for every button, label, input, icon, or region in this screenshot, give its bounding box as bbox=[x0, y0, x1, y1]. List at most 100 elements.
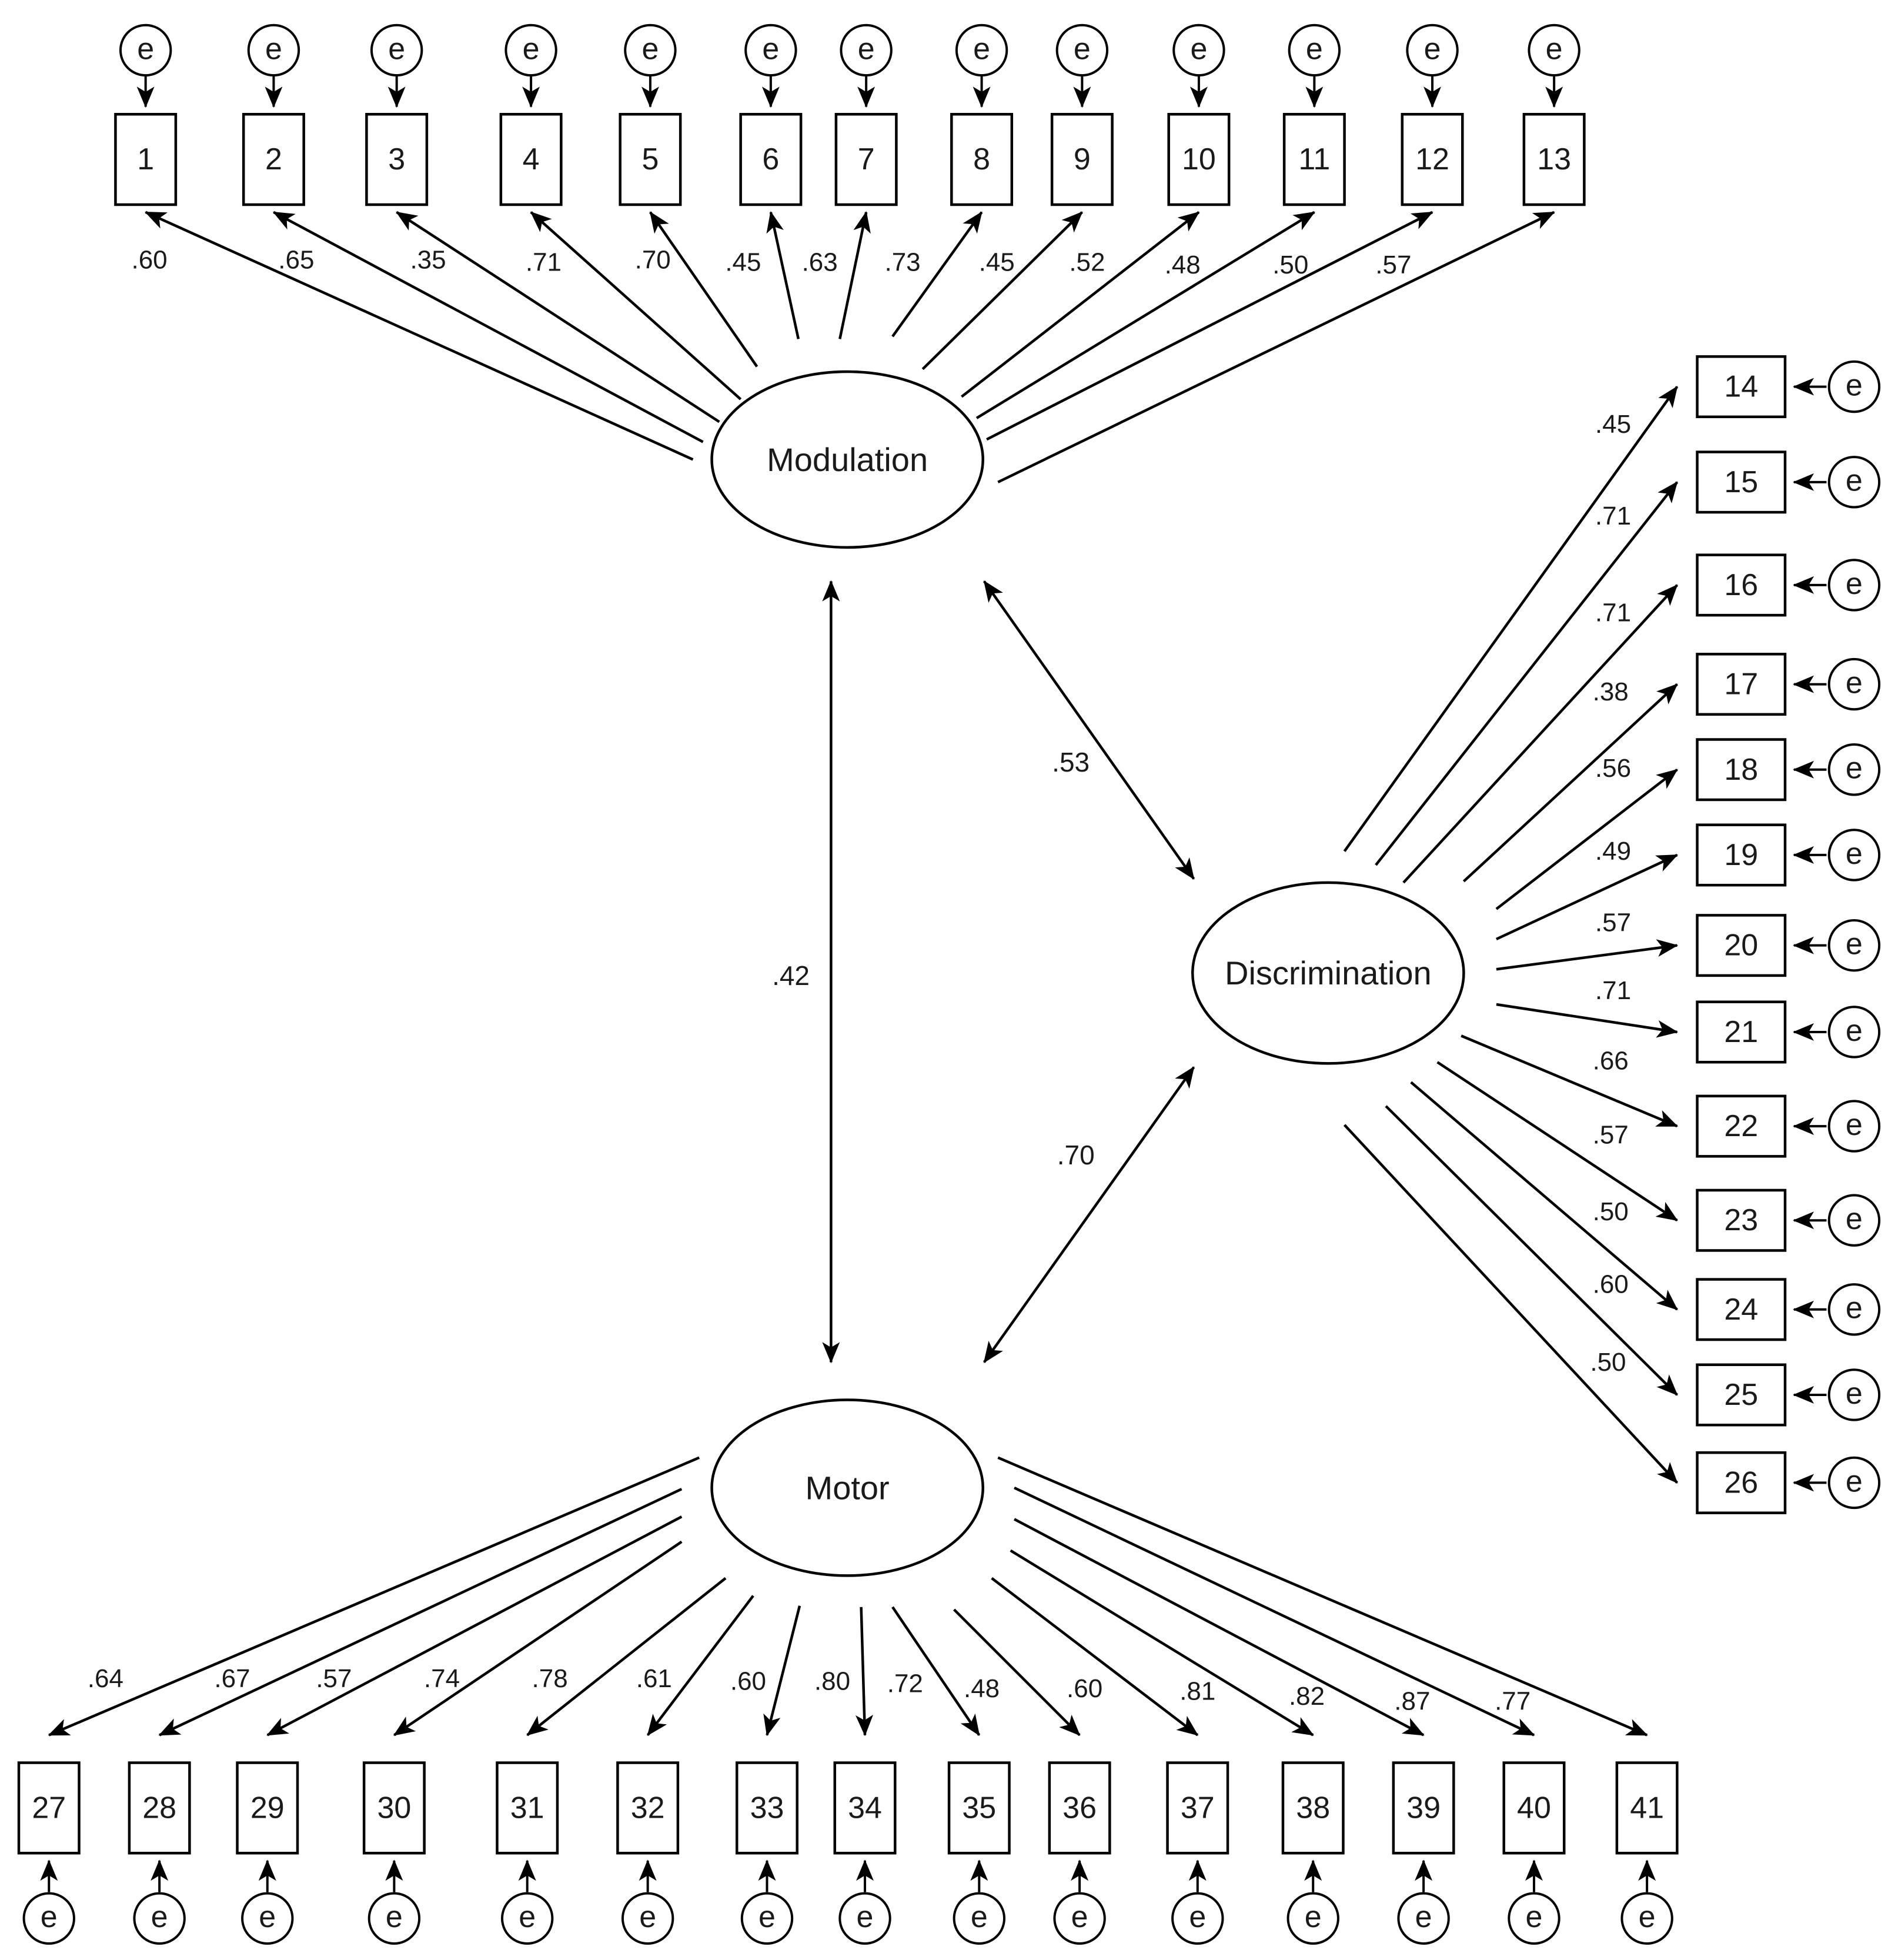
error-circle bbox=[1827, 743, 1881, 796]
loading-label-21: .71 bbox=[1595, 976, 1631, 1005]
loading-label-20: .57 bbox=[1595, 909, 1631, 937]
item-label: 7 bbox=[858, 142, 875, 176]
item-box bbox=[739, 113, 803, 206]
error-circle bbox=[1827, 456, 1881, 509]
loading-arrow-13 bbox=[997, 211, 1555, 483]
error-label: e bbox=[1846, 1014, 1863, 1048]
item-box bbox=[947, 1761, 1011, 1855]
corr-label-discrimination-motor: .70 bbox=[1057, 1140, 1095, 1170]
error-label: e bbox=[1074, 32, 1091, 66]
error-label: e bbox=[1846, 1202, 1863, 1236]
item-8: 8 bbox=[950, 113, 1014, 206]
discrimination-factor: Discrimination bbox=[1191, 881, 1465, 1065]
loading-arrow-24 bbox=[1410, 1081, 1678, 1311]
error-term-5: e bbox=[624, 24, 677, 77]
item-box bbox=[619, 113, 682, 206]
error-circle bbox=[119, 24, 172, 77]
item-label: 8 bbox=[973, 142, 990, 176]
error-term-8: e bbox=[955, 24, 1008, 77]
loading-label-1: .60 bbox=[131, 245, 167, 274]
error-term-7: e bbox=[840, 24, 893, 77]
item-label: 41 bbox=[1630, 1791, 1664, 1825]
error-circle bbox=[1827, 1456, 1881, 1510]
loading-label-4: .71 bbox=[526, 248, 562, 277]
loading-label-36: .48 bbox=[964, 1674, 1000, 1703]
loading-label-17: .38 bbox=[1593, 677, 1629, 706]
error-term-15: e bbox=[1827, 456, 1881, 509]
corr-modulation-discrimination bbox=[983, 580, 1195, 880]
error-circle bbox=[1053, 1892, 1106, 1945]
error-label: e bbox=[388, 32, 405, 66]
loading-arrow-23 bbox=[1436, 1061, 1678, 1222]
error-circle bbox=[1827, 657, 1881, 711]
discrimination-ellipse bbox=[1191, 881, 1465, 1065]
item-7: 7 bbox=[834, 113, 898, 206]
loading-arrow-19 bbox=[1495, 853, 1678, 941]
loading-label-13: .57 bbox=[1375, 251, 1411, 279]
error-label: e bbox=[1546, 32, 1563, 66]
error-circle bbox=[1171, 1892, 1224, 1945]
item-box bbox=[236, 1761, 299, 1855]
error-label: e bbox=[1190, 32, 1207, 66]
error-label: e bbox=[639, 1900, 656, 1934]
loading-arrow-6 bbox=[766, 211, 800, 339]
item-box bbox=[242, 113, 305, 206]
loading-arrow-18 bbox=[1495, 768, 1678, 910]
loading-arrow-15 bbox=[1375, 481, 1679, 866]
item-15: 15 bbox=[1696, 450, 1787, 514]
error-circle bbox=[740, 1892, 794, 1945]
error-label: e bbox=[1639, 1900, 1656, 1934]
item-27: 27 bbox=[17, 1761, 81, 1855]
item-label: 6 bbox=[762, 142, 779, 176]
error-term-9: e bbox=[1055, 24, 1109, 77]
error-term-3: e bbox=[370, 24, 423, 77]
loading-arrow-32 bbox=[646, 1595, 754, 1737]
error-label: e bbox=[1305, 1900, 1322, 1934]
loading-arrow-14 bbox=[1343, 386, 1679, 852]
item-box bbox=[1696, 1451, 1787, 1514]
error-term-14: e bbox=[1827, 360, 1881, 413]
loading-arrow-5 bbox=[649, 211, 758, 368]
error-circle bbox=[367, 1892, 421, 1945]
loading-label-12: .50 bbox=[1272, 251, 1308, 279]
loading-label-7: .63 bbox=[802, 248, 838, 277]
item-label: 39 bbox=[1406, 1791, 1441, 1825]
loading-arrow-3 bbox=[396, 211, 720, 423]
error-label: e bbox=[1071, 1900, 1088, 1934]
error-circle bbox=[953, 1892, 1006, 1945]
error-label: e bbox=[386, 1900, 403, 1934]
error-term-28: e bbox=[133, 1892, 186, 1945]
error-term-21: e bbox=[1827, 1006, 1881, 1059]
item-box bbox=[1167, 113, 1231, 206]
item-23: 23 bbox=[1696, 1188, 1787, 1252]
error-circle bbox=[370, 24, 423, 77]
loading-arrow-2 bbox=[272, 211, 704, 443]
item-box bbox=[1696, 823, 1787, 887]
loading-arrow-36 bbox=[953, 1608, 1081, 1737]
item-box bbox=[1696, 1363, 1787, 1427]
item-label: 27 bbox=[32, 1791, 66, 1825]
item-box bbox=[365, 113, 429, 206]
loading-arrow-30 bbox=[393, 1540, 683, 1737]
item-31: 31 bbox=[496, 1761, 559, 1855]
error-term-39: e bbox=[1397, 1892, 1450, 1945]
item-35: 35 bbox=[947, 1761, 1011, 1855]
error-label: e bbox=[1846, 1291, 1863, 1325]
item-label: 34 bbox=[848, 1791, 882, 1825]
item-box bbox=[496, 1761, 559, 1855]
loading-arrow-22 bbox=[1461, 1034, 1679, 1128]
item-33: 33 bbox=[735, 1761, 798, 1855]
loading-label-38: .81 bbox=[1179, 1677, 1215, 1705]
loading-label-9: .45 bbox=[979, 248, 1015, 277]
item-box bbox=[499, 113, 563, 206]
loading-label-15: .71 bbox=[1595, 502, 1631, 530]
error-term-6: e bbox=[744, 24, 797, 77]
item-40: 40 bbox=[1502, 1761, 1566, 1855]
item-label: 16 bbox=[1724, 568, 1758, 602]
error-circle bbox=[241, 1892, 294, 1945]
item-box bbox=[17, 1761, 81, 1855]
error-circle bbox=[247, 24, 300, 77]
loading-arrow-10 bbox=[961, 211, 1200, 398]
item-label: 9 bbox=[1074, 142, 1091, 176]
item-box bbox=[1401, 113, 1464, 206]
